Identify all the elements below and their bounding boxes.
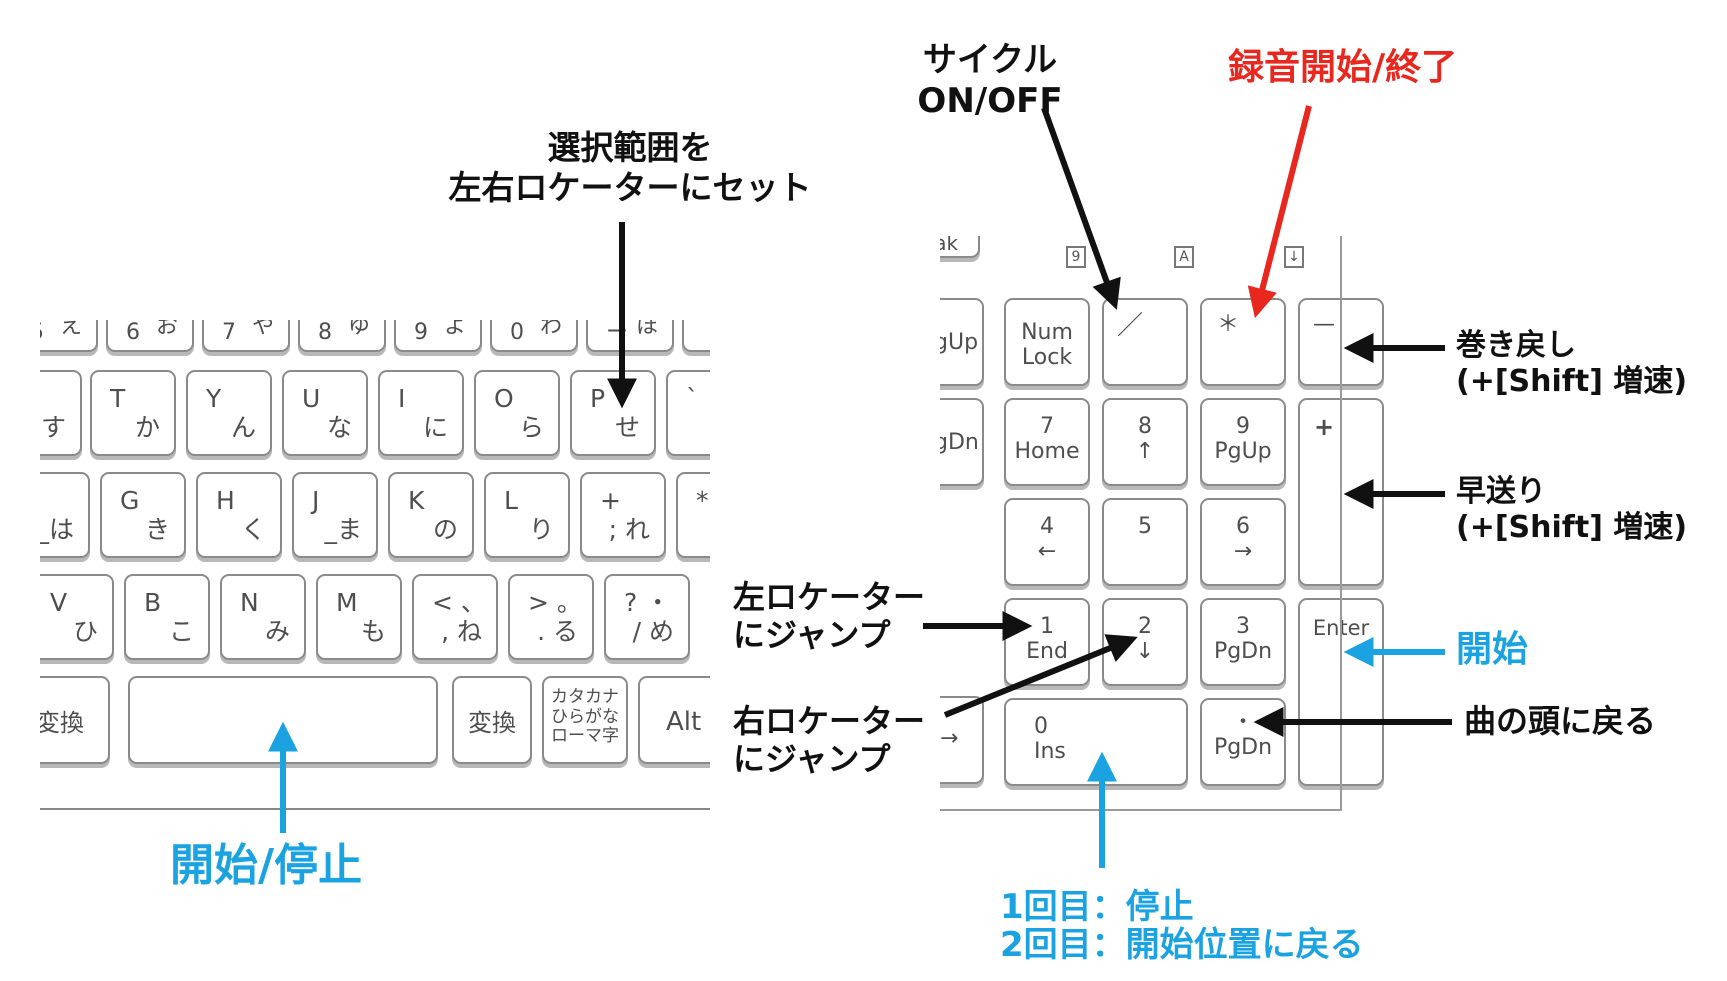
key-7-home: 7 Home [1004, 398, 1090, 486]
label-zero-key: 1回目：停止 2回目：開始位置に戻る [1000, 887, 1364, 966]
key-caret [682, 320, 710, 352]
arrow-record [1247, 105, 1312, 319]
keyboard-edge [40, 808, 710, 810]
arrow-jump-right [943, 634, 1138, 718]
label-start: 開始 [1456, 629, 1529, 670]
key-3-pgdn: 3 PgDn [1200, 598, 1286, 686]
label-jump-right: 右ロケーター にジャンプ [733, 702, 926, 779]
key-divide: ／ [1102, 298, 1188, 386]
key-right-arrow-side: → [940, 696, 984, 784]
key-multiply: ＊ [1200, 298, 1286, 386]
key-muhenkan: 変換 [40, 676, 110, 764]
key-break: eak [940, 236, 980, 258]
key-numlock: Num Lock [1004, 298, 1090, 386]
numpad-edge-right [1340, 236, 1342, 811]
label-record: 録音開始/終了 [1228, 47, 1458, 88]
label-rewind: 巻き戻し (+[Shift] 増速) [1456, 328, 1688, 399]
key-alt: Alt [638, 676, 710, 764]
key-comma: < 、, ね [412, 574, 498, 660]
key-4-left: 4 ← [1004, 498, 1090, 586]
indicator-numlock: 9 [1066, 246, 1086, 268]
key-henkan: 変換 [452, 676, 532, 764]
arrow-cycle [1041, 106, 1121, 310]
label-fastforward: 早送り (+[Shift] 増速) [1456, 474, 1688, 545]
key-j: J_ま [292, 472, 378, 558]
key-2-down: 2 ↓ [1102, 598, 1188, 686]
indicator-capslock: A [1174, 246, 1194, 268]
key-6-right: 6 → [1200, 498, 1286, 586]
label-cycle: サイクル ON/OFF [917, 40, 1063, 121]
label-select-range: 選択範囲を 左右ロケーターにセット [448, 128, 812, 207]
key-colon: *: [676, 472, 710, 558]
label-start-stop: 開始/停止 [170, 840, 363, 891]
key-9-pgup: 9 PgUp [1200, 398, 1286, 486]
numpad-edge-bottom [940, 809, 1342, 811]
indicator-scrolllock: ↓ [1284, 246, 1304, 268]
numpad: eak 9 A ↓ gUp gDn → Num Lock ／ ＊ — 7 Hom… [940, 236, 1420, 822]
key-at: `@ [666, 370, 710, 456]
main-keyboard: 5え 6お 7や 8ゆ 9よ 0わ ーほ す Tか Yん Uな Iに Oら Pせ… [40, 320, 710, 810]
key-period: > 。. る [508, 574, 594, 660]
key-f: _は [40, 472, 90, 558]
key-5: 5 [1102, 498, 1188, 586]
key-semicolon: +; れ [580, 472, 666, 558]
key-slash: ? ・/ め [604, 574, 690, 660]
key-pgdn-side: gDn [940, 398, 984, 486]
key-8-up: 8 ↑ [1102, 398, 1188, 486]
key-5: 5え [40, 320, 98, 352]
key-kana: カタカナ ひらがな ローマ字 [542, 676, 628, 764]
key-minus: ーほ [586, 320, 674, 352]
key-r: す [40, 370, 82, 456]
label-jump-left: 左ロケーター にジャンプ [733, 578, 926, 655]
label-to-start: 曲の頭に戻る [1464, 702, 1657, 740]
key-pgup-side: gUp [940, 298, 984, 386]
